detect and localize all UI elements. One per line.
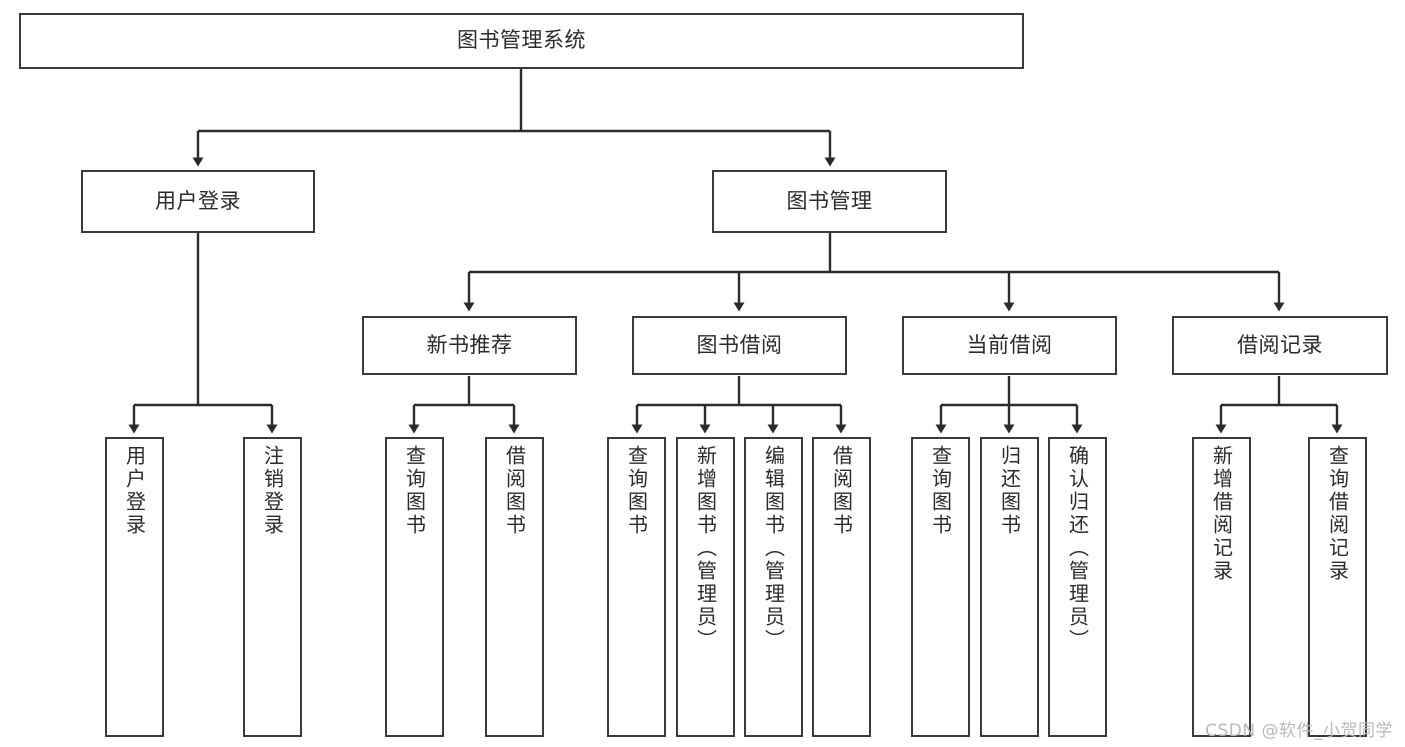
node-label: 当前借阅 — [966, 332, 1053, 357]
node-leaf-query-book[interactable]: 查询图书 — [607, 437, 666, 737]
node-label: 注销登录 — [260, 445, 285, 537]
node-current-borrow[interactable]: 当前借阅 — [902, 316, 1117, 375]
csdn-watermark: CSDN @软件_小贺同学 — [1205, 721, 1393, 741]
node-leaf-query-book-new[interactable]: 查询图书 — [385, 437, 444, 737]
node-label: 查询借阅记录 — [1325, 445, 1350, 583]
node-leaf-confirm-return-admin[interactable]: 确认归还（管理员） — [1048, 437, 1107, 737]
node-leaf-borrow-book-new[interactable]: 借阅图书 — [485, 437, 544, 737]
node-label: 借阅图书 — [502, 445, 527, 537]
node-leaf-query-book-current[interactable]: 查询图书 — [911, 437, 970, 737]
node-leaf-borrow-book[interactable]: 借阅图书 — [812, 437, 871, 737]
node-leaf-user-login[interactable]: 用户登录 — [105, 437, 164, 737]
node-book-management[interactable]: 图书管理 — [712, 170, 947, 233]
node-label: 图书借阅 — [696, 332, 783, 357]
node-label: 查询图书 — [402, 445, 427, 537]
node-label: 借阅记录 — [1237, 332, 1323, 357]
node-borrow-records[interactable]: 借阅记录 — [1172, 316, 1388, 375]
node-label: 图书管理 — [786, 188, 873, 213]
node-label: 借阅图书 — [829, 445, 854, 537]
node-label: 确认归还（管理员） — [1065, 445, 1090, 652]
node-root-system[interactable]: 图书管理系统 — [19, 13, 1024, 69]
node-label: 图书管理系统 — [457, 28, 586, 53]
node-label: 用户登录 — [155, 188, 241, 213]
node-label: 新增借阅记录 — [1209, 445, 1234, 583]
node-label: 归还图书 — [997, 445, 1022, 537]
node-new-book-recommend[interactable]: 新书推荐 — [362, 316, 577, 375]
node-label: 编辑图书（管理员） — [761, 445, 786, 652]
node-leaf-return-book[interactable]: 归还图书 — [980, 437, 1039, 737]
node-label: 用户登录 — [122, 445, 147, 537]
node-label: 新书推荐 — [426, 332, 513, 357]
node-label: 新增图书（管理员） — [693, 445, 718, 652]
node-leaf-query-borrow-record[interactable]: 查询借阅记录 — [1308, 437, 1367, 737]
node-leaf-edit-book-admin[interactable]: 编辑图书（管理员） — [744, 437, 803, 737]
node-user-login[interactable]: 用户登录 — [81, 170, 315, 233]
node-leaf-add-borrow-record[interactable]: 新增借阅记录 — [1192, 437, 1251, 737]
node-leaf-add-book-admin[interactable]: 新增图书（管理员） — [676, 437, 735, 737]
node-label: 查询图书 — [624, 445, 649, 537]
node-label: 查询图书 — [928, 445, 953, 537]
node-leaf-logout[interactable]: 注销登录 — [243, 437, 302, 737]
node-book-borrow[interactable]: 图书借阅 — [632, 316, 847, 375]
